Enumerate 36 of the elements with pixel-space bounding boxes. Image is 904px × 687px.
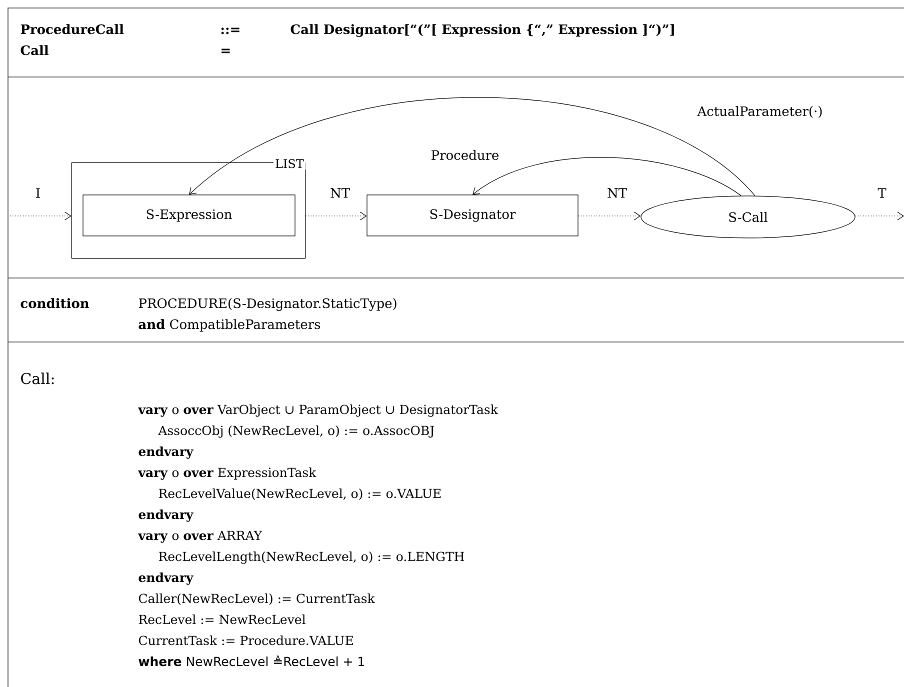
edge-label: T: [876, 187, 888, 199]
grammar-text: =: [222, 48, 230, 54]
code-line: vary o over ARRAY: [138, 530, 262, 543]
process-box: S-Designator: [366, 194, 578, 236]
code-line: vary o over VarObject ∪ ParamObject ∪ DesignatorTask: [138, 404, 498, 417]
grammar-text: ::=: [221, 28, 240, 34]
edge-label: ActualParameter(·): [696, 105, 824, 119]
edge-label: I: [34, 187, 42, 199]
edge-label: NT: [606, 187, 628, 199]
code-line: RecLevel := NewRecLevel: [138, 614, 306, 624]
keyword-text: condition: [20, 298, 90, 308]
code-line: RecLevelValue(NewRecLevel, o) := o.VALUE: [158, 488, 441, 500]
grammar-text: ProcedureCall: [20, 24, 124, 34]
code-line: endvary: [138, 446, 194, 459]
arrow: [472, 157, 742, 196]
code-line: endvary: [138, 572, 194, 585]
condition-text: PROCEDURE(S-Designator.StaticType): [138, 298, 396, 311]
process-box: S-Expression: [82, 194, 296, 236]
code-line: Caller(NewRecLevel) := CurrentTask: [138, 593, 375, 605]
code-line: RecLevelLength(NewRecLevel, o) := o.LENGTH: [158, 551, 464, 564]
arrow: [10, 212, 72, 220]
arrow: [855, 212, 904, 220]
arrow: [305, 212, 367, 220]
code-line: where NewRecLevel ≜RecLevel + 1: [138, 655, 364, 666]
code-line: AssoccObj (NewRecLevel, o) := o.AssocOBJ: [158, 425, 434, 438]
arrow: [189, 97, 756, 196]
code-line: vary o over ExpressionTask: [138, 467, 316, 480]
edge-label: Procedure: [430, 148, 500, 162]
section-heading: Call:: [21, 372, 54, 384]
edge-label: NT: [328, 187, 352, 199]
grammar-text: Call: [20, 45, 49, 56]
code-line: CurrentTask := Procedure.VALUE: [138, 635, 353, 646]
grammar-text: Call Designator[“(”[ Expression {“,” Expression ]“)”]: [290, 24, 674, 37]
condition-text: and CompatibleParameters: [138, 319, 320, 332]
code-line: endvary: [138, 509, 194, 522]
arrow: [578, 212, 641, 220]
